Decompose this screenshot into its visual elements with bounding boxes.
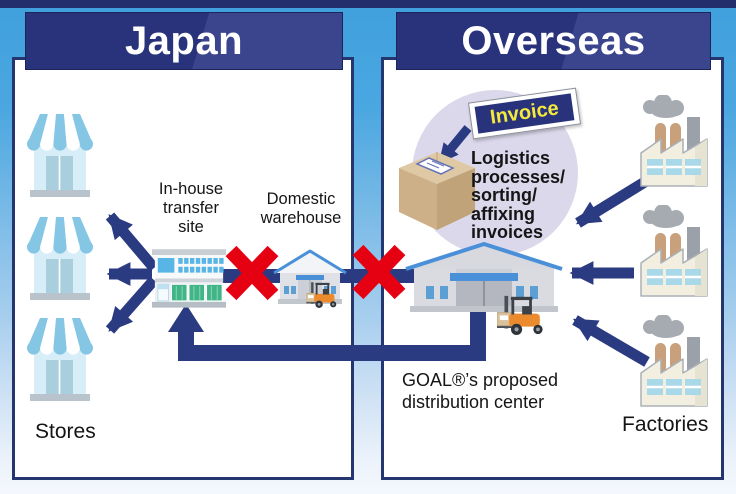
top-border-strip — [0, 0, 736, 8]
stores-label: Stores — [35, 420, 96, 443]
factories-label: Factories — [622, 413, 709, 436]
store-icon — [27, 318, 93, 402]
forklift-icon — [497, 294, 551, 335]
store-icon — [27, 217, 93, 301]
transfer-site-icon — [150, 247, 228, 308]
overseas-header: Overseas — [396, 12, 711, 70]
logistics-note: Logistics processes/ sorting/ affixing i… — [471, 148, 566, 242]
japan-header: Japan — [25, 12, 343, 70]
factory-icon — [637, 205, 711, 297]
transfer-site-label: In-house transfer site — [158, 180, 224, 236]
cardboard-box-icon — [399, 152, 475, 230]
goal-caption: GOAL®’s proposed distribution center — [402, 370, 559, 412]
factory-icon — [637, 95, 711, 187]
store-icon — [27, 114, 93, 198]
domestic-warehouse-label: Domestic warehouse — [260, 190, 342, 227]
factory-icon — [637, 315, 711, 407]
forklift-icon — [306, 281, 342, 308]
